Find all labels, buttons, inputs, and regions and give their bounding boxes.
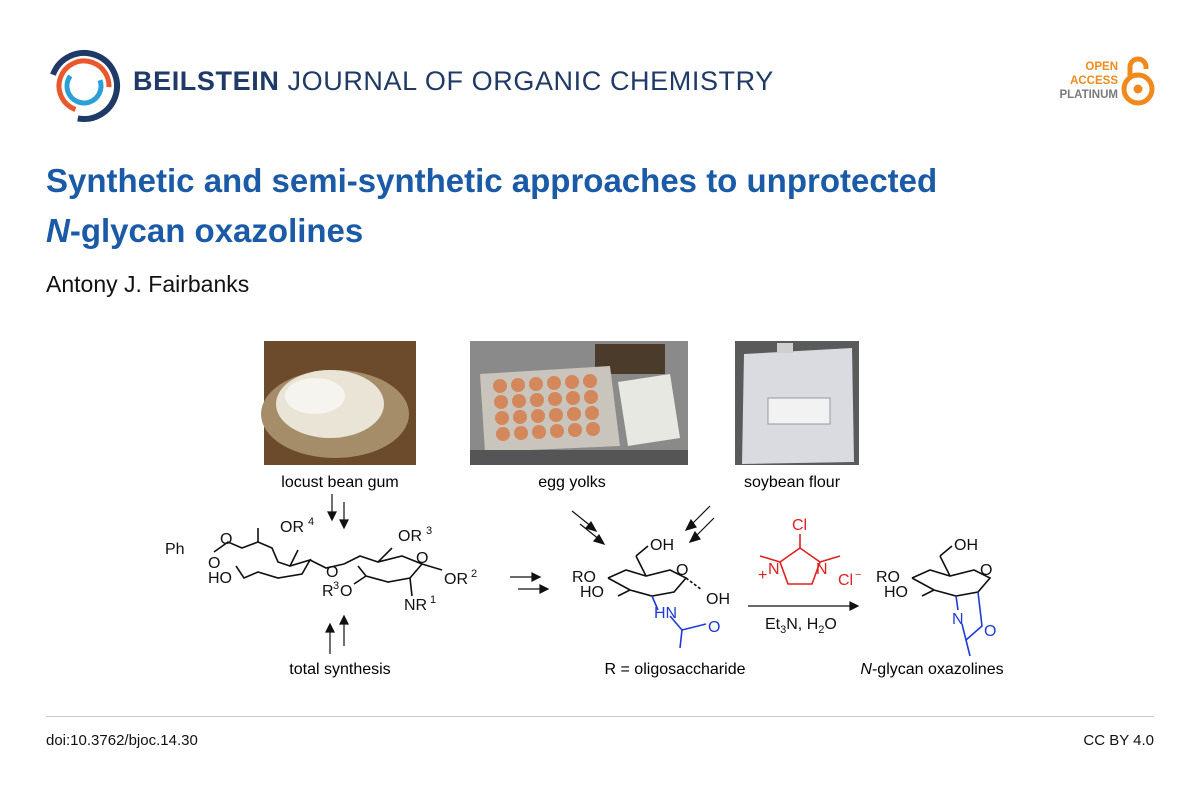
arrows-from-soybean [684,505,715,543]
photo-soybean-flour [735,341,859,465]
svg-text:OR: OR [444,571,468,588]
label-r-oligosaccharide: R = oligosaccharide [605,661,746,678]
oa-line-platinum: PLATINUM [1059,89,1118,101]
svg-text:HO: HO [208,570,232,587]
structure-oxazoline [911,545,992,657]
photo-egg-yolks [470,341,688,465]
article-title-line1: Synthetic and semi-synthetic approaches … [46,162,938,199]
beilstein-logo-icon [48,50,120,123]
svg-text:Cl: Cl [838,572,853,589]
svg-text:O: O [416,550,428,567]
svg-text:N: N [952,611,964,628]
license-label: CC BY 4.0 [1083,732,1154,749]
svg-text:N: N [768,561,780,578]
svg-text:2: 2 [471,568,477,580]
label-n-glycan-oxazolines: N-glycan oxazolines [860,661,1003,678]
oa-line-access: ACCESS [1070,75,1118,87]
svg-text:Cl: Cl [792,517,807,534]
svg-text:OH: OH [706,591,730,608]
arrows-from-locust [327,494,349,530]
svg-text:O: O [984,623,996,640]
article-title: Synthetic and semi-synthetic approaches … [46,156,1156,256]
article-title-line2: -glycan oxazolines [69,212,364,249]
journal-title[interactable]: BEILSTEIN JOURNAL OF ORGANIC CHEMISTRY [133,66,774,97]
svg-text:O: O [326,564,338,581]
svg-text:−: − [855,569,861,581]
svg-text:HO: HO [580,584,604,601]
svg-text:1: 1 [430,594,436,606]
svg-text:HN: HN [654,605,677,622]
oa-line-open: OPEN [1085,61,1118,73]
svg-text:NR: NR [404,597,427,614]
svg-text:3: 3 [426,525,432,537]
photo-locust-bean-gum [261,341,416,465]
reagent-dmc-labels: Cl+N NCl− [758,517,861,589]
arrows-from-egg-yolks [571,510,606,545]
journal-header: BEILSTEIN JOURNAL OF ORGANIC CHEMISTRY O… [0,0,1200,140]
svg-text:O: O [676,562,688,579]
reaction-arrow [748,601,860,611]
footer-divider [46,716,1154,717]
svg-text:O: O [208,555,220,572]
doi-link[interactable]: doi:10.3762/bjoc.14.30 [46,732,198,749]
reagent-dmc [759,534,841,585]
journal-title-bold: BEILSTEIN [133,66,280,96]
svg-text:HO: HO [884,584,908,601]
svg-text:O: O [340,583,352,600]
arrows-from-total-synthesis [325,614,349,654]
structure-oligosaccharide [607,545,707,649]
article-title-italic-n: N [46,212,70,249]
open-access-lock-icon [1121,56,1155,106]
caption-locust-bean-gum: locust bean gum [281,474,398,491]
svg-text:Ph: Ph [165,541,185,558]
svg-text:OR: OR [280,519,304,536]
svg-text:R: R [322,583,334,600]
svg-text:OH: OH [954,537,978,554]
open-access-badge: OPEN ACCESS PLATINUM [1059,60,1118,102]
svg-text:+: + [758,567,767,584]
arrows-to-oligosaccharide [510,572,550,594]
svg-text:O: O [980,562,992,579]
svg-text:N: N [816,561,828,578]
svg-text:O: O [220,531,232,548]
svg-text:OR: OR [398,528,422,545]
author-name: Antony J. Fairbanks [46,271,250,297]
caption-soybean-flour: soybean flour [744,474,841,491]
svg-text:RO: RO [876,569,900,586]
svg-text:4: 4 [308,516,314,528]
svg-text:3: 3 [333,580,339,592]
structure-disaccharide [213,528,443,597]
label-total-synthesis: total synthesis [289,661,390,678]
reaction-conditions: Et3N, H2O [765,616,837,636]
graphical-abstract: locust bean gum egg yolks soybean flour [165,341,1004,678]
journal-title-rest: JOURNAL OF ORGANIC CHEMISTRY [279,66,774,96]
caption-egg-yolks: egg yolks [538,474,606,491]
svg-text:O: O [708,619,720,636]
svg-text:OH: OH [650,537,674,554]
svg-text:RO: RO [572,569,596,586]
